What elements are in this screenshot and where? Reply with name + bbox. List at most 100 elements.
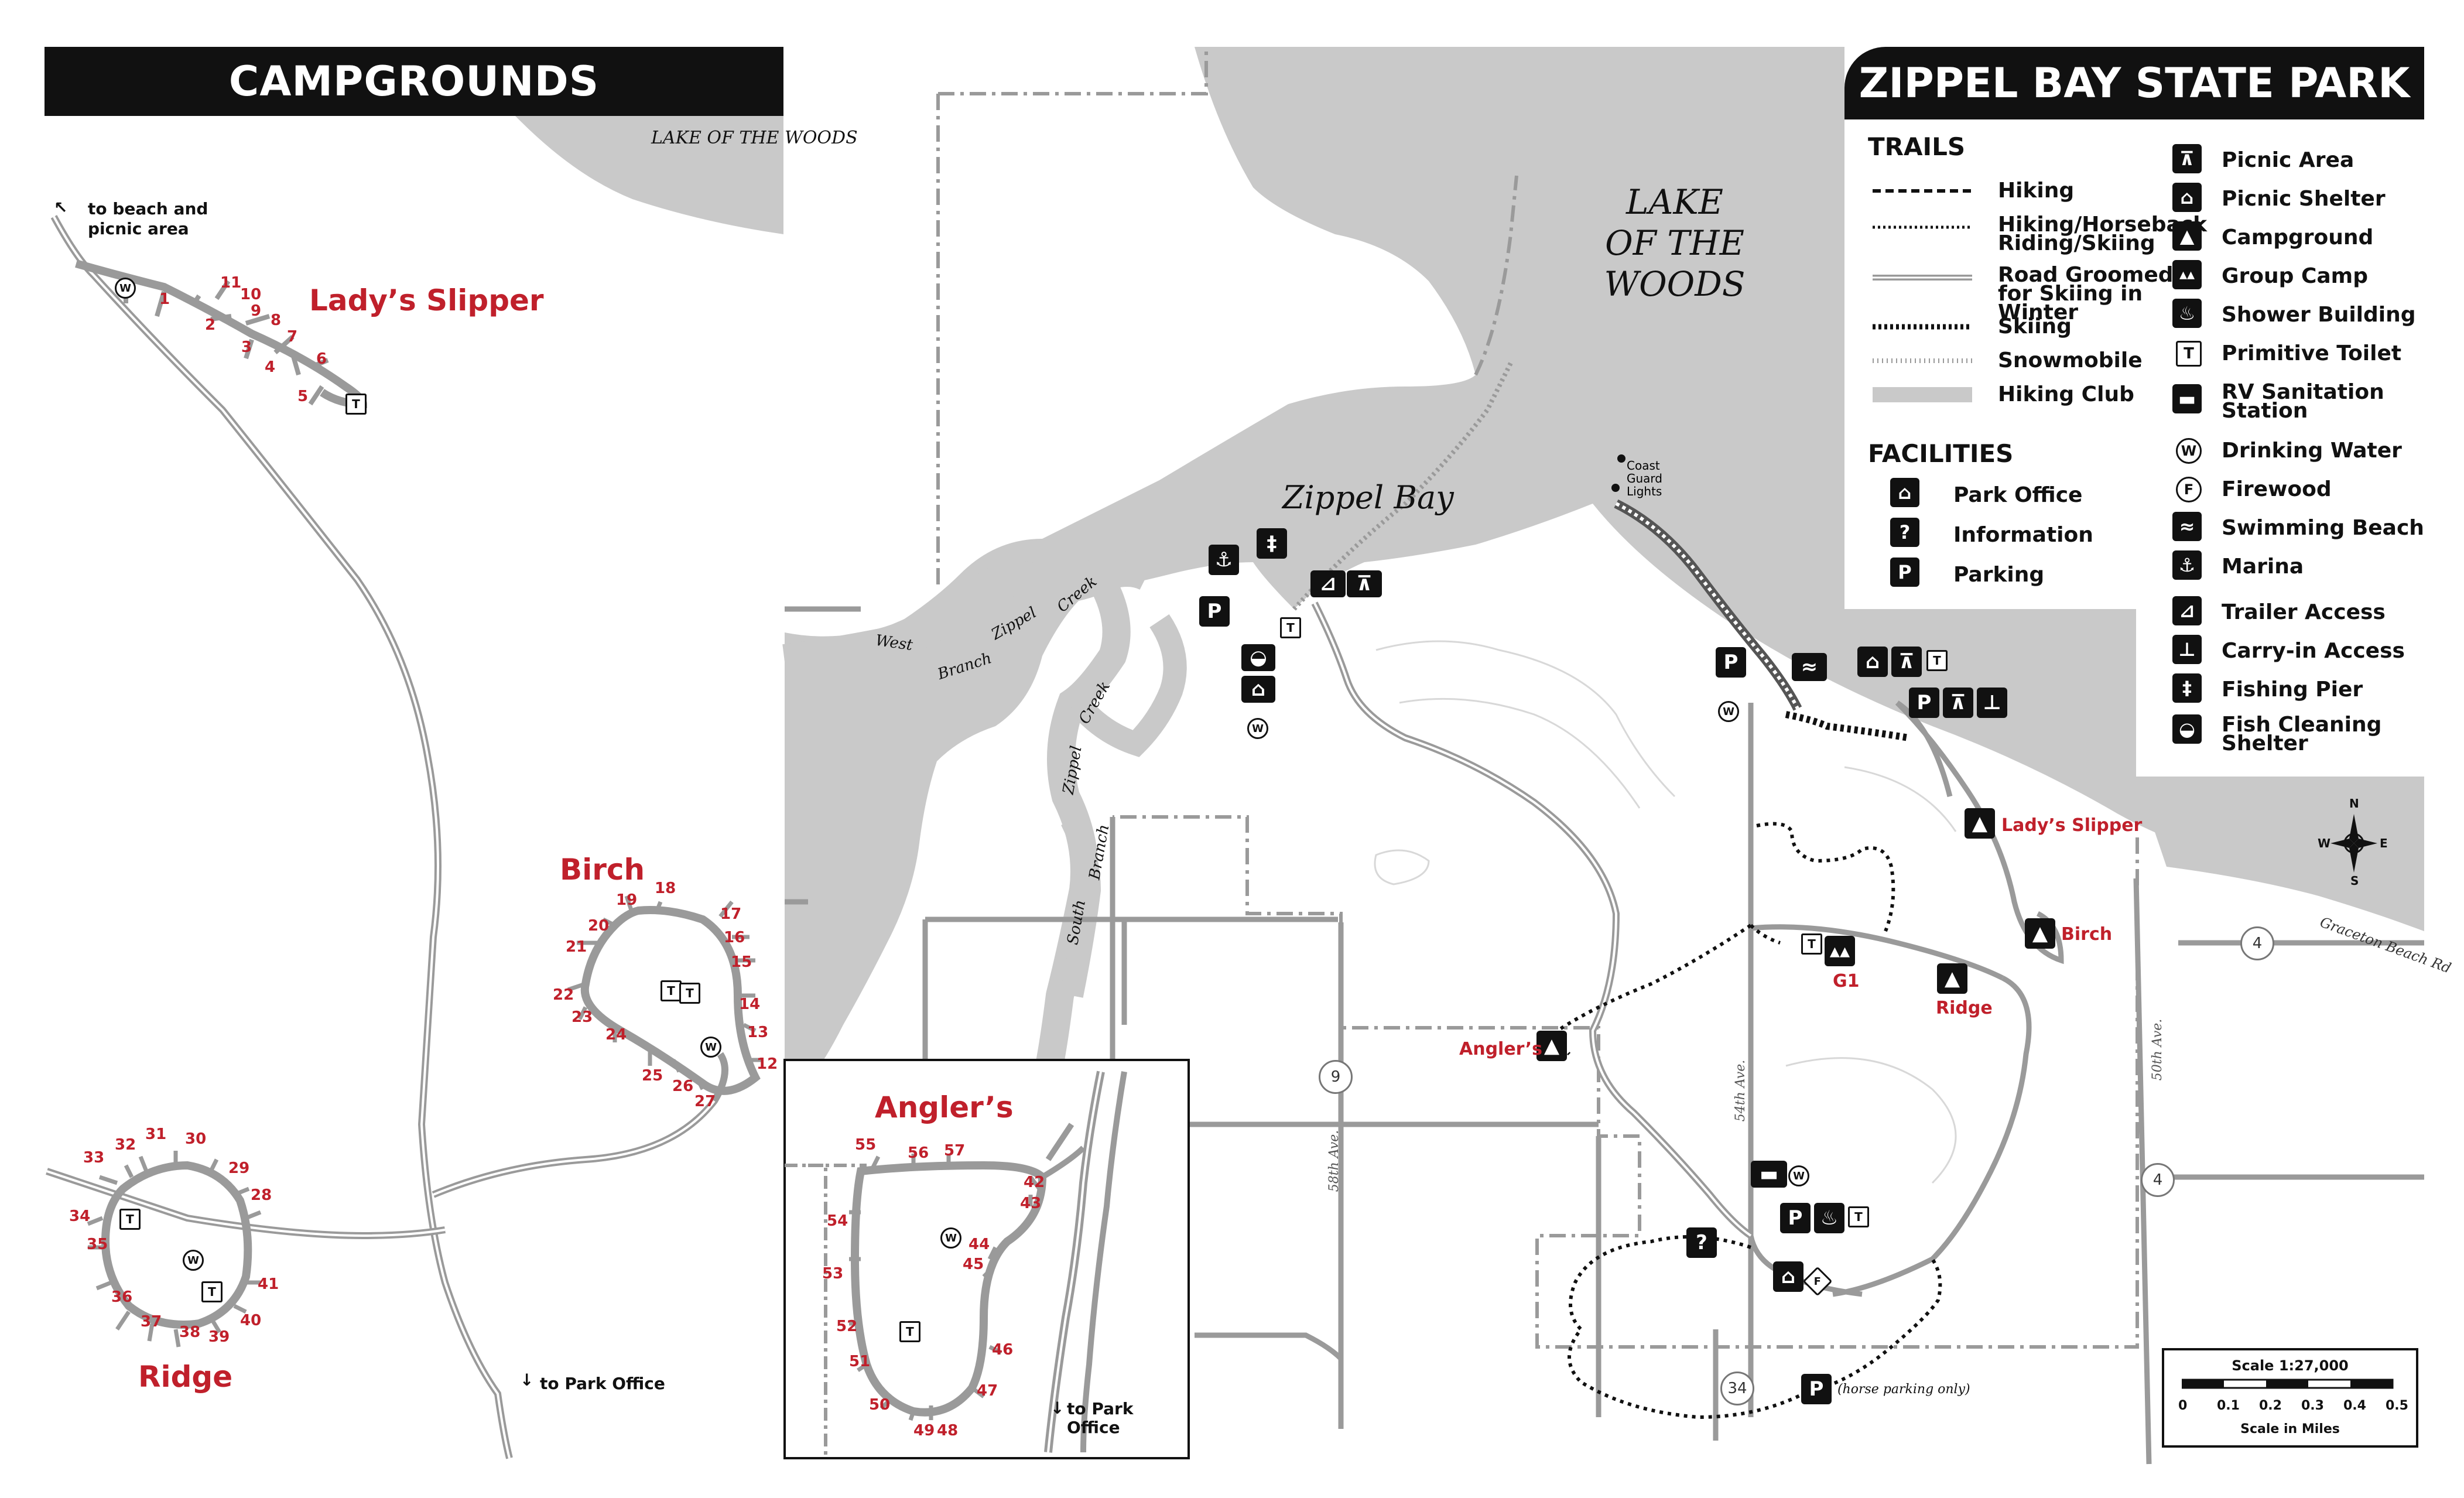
scale-tick-3: 0.3 <box>2301 1398 2324 1413</box>
groomed-road <box>1311 601 1753 1239</box>
picnic-shelter-icon[interactable]: ⌂ <box>1241 676 1275 703</box>
ladys-toilet-icon: T <box>345 394 367 415</box>
drinking-water-icon[interactable]: W <box>1247 718 1268 739</box>
campsite-number-44: 44 <box>969 1236 990 1253</box>
anglers-inset-label: Angler’s <box>875 1090 1014 1124</box>
campsite-number-38: 38 <box>179 1323 201 1341</box>
birch-map-label: Birch <box>2061 924 2113 945</box>
fishing-pier-icon[interactable]: ‡ <box>1257 528 1287 559</box>
campsite-number-49: 49 <box>913 1422 935 1439</box>
shower-building-icon[interactable]: ♨ <box>1814 1203 1844 1233</box>
birch-inset-label: Birch <box>560 853 645 887</box>
ridge-water-icon: W <box>183 1250 204 1271</box>
legend-primitive-toilet-icon: T <box>2176 341 2202 367</box>
g1-toilet-icon[interactable]: T <box>1801 933 1822 955</box>
campsite-number-12: 12 <box>757 1055 778 1073</box>
legend-park-office-icon: ⌂ <box>1890 478 1919 507</box>
legend-picnic-shelter: Picnic Shelter <box>2222 187 2386 211</box>
legend-trail-hiking-club: Hiking Club <box>1998 382 2134 406</box>
compass-s: S <box>2350 874 2359 888</box>
campsite-number-43: 43 <box>1020 1195 1042 1212</box>
ladys-slipper-campground-icon[interactable]: ▲ <box>1965 808 1995 839</box>
route-9-shield: 9 <box>1319 1060 1353 1094</box>
legend-primitive-toilet: Primitive Toilet <box>2222 341 2402 365</box>
ladys-slipper-map-label: Lady’s Slipper <box>2001 815 2143 836</box>
scale-tick-0: 0 <box>2178 1398 2188 1413</box>
marina-icon[interactable]: ⚓ <box>1209 545 1239 575</box>
fish-cleaning-icon[interactable]: ◒ <box>1241 644 1275 671</box>
creek-zippel <box>1034 573 1131 1075</box>
to-park-office-arrow-icon: ↓ <box>520 1370 534 1390</box>
legend-marina: Marina <box>2222 555 2304 579</box>
campsite-number-52: 52 <box>836 1318 858 1335</box>
campsite-number-47: 47 <box>977 1382 998 1400</box>
campsite-number-27: 27 <box>694 1093 716 1110</box>
east-parking-icon[interactable]: P <box>1909 688 1939 718</box>
inset-lake-label: LAKE OF THE WOODS <box>651 128 858 148</box>
coast-guard-label: Coast Guard Lights <box>1627 459 1662 498</box>
campsite-number-2: 2 <box>205 316 216 334</box>
legend-group-camp: Group Camp <box>2222 264 2368 288</box>
legend-information: Information <box>1953 523 2093 547</box>
legend-carry-in-access: Carry-in Access <box>2222 639 2405 663</box>
ridge-inset-label: Ridge <box>138 1360 233 1394</box>
legend-trail-snowmobile: Snowmobile <box>1998 348 2143 372</box>
office-water-icon[interactable]: W <box>1788 1165 1809 1186</box>
creek-east <box>1068 614 1187 757</box>
54th-ave-label: 54th Ave. <box>1733 1059 1748 1122</box>
beach-parking-icon[interactable]: P <box>1716 647 1746 678</box>
legend: TRAILS Hiking Hiking/Horseback Riding/Sk… <box>1844 119 2424 609</box>
group-camp-icon[interactable]: ▴▴ <box>1825 936 1855 966</box>
coast-guard-dot-2 <box>1611 484 1620 492</box>
beach-water-icon[interactable]: W <box>1718 701 1739 722</box>
to-beach-arrow-icon: ↖ <box>54 198 68 217</box>
compass-w: W <box>2318 836 2331 850</box>
campsite-number-25: 25 <box>642 1067 663 1085</box>
swimming-beach-icon[interactable]: ≈ <box>1792 653 1827 681</box>
office-toilet-icon[interactable]: T <box>1848 1206 1869 1227</box>
route-4-shield: 4 <box>2240 926 2274 960</box>
rv-sanitation-icon[interactable]: ▬ <box>1751 1161 1787 1188</box>
beach-picnic-shelter-icon[interactable]: ⌂ <box>1857 647 1888 677</box>
to-beach-note: to beach and picnic area <box>88 199 208 238</box>
ridge-campground-icon[interactable]: ▲ <box>1937 963 1967 994</box>
east-picnic-area-icon[interactable]: ⊼ <box>1943 688 1973 718</box>
campsite-number-22: 22 <box>553 986 574 1004</box>
campsite-number-20: 20 <box>588 917 610 935</box>
scale-units: Scale in Miles <box>2240 1422 2340 1437</box>
campsite-number-30: 30 <box>185 1130 207 1148</box>
campsite-number-6: 6 <box>316 350 327 368</box>
birch-toilet-icon-1: T <box>661 980 682 1001</box>
birch-campground-icon[interactable]: ▲ <box>2025 918 2055 949</box>
ladys-water-icon: W <box>115 278 136 299</box>
office-parking-icon[interactable]: P <box>1780 1203 1811 1233</box>
east-carry-in-icon[interactable]: ⊥ <box>1977 688 2007 718</box>
park-office-icon[interactable]: ⌂ <box>1773 1261 1803 1292</box>
legend-drinking-water-icon: W <box>2176 438 2202 464</box>
legend-trailer-access-icon: ⊿ <box>2172 596 2202 625</box>
campsite-number-24: 24 <box>605 1026 627 1044</box>
legend-rv-sanitation-icon: ▬ <box>2172 384 2202 413</box>
to-park-office-note: to Park Office <box>540 1374 665 1393</box>
legend-trails-heading: TRAILS <box>1868 132 1966 161</box>
parking-icon[interactable]: P <box>1199 596 1230 627</box>
toilet-icon[interactable]: T <box>1280 617 1301 638</box>
ridge-toilet-icon: T <box>119 1209 141 1230</box>
scale-tick-2: 0.2 <box>2259 1398 2282 1413</box>
beach-picnic-area-icon[interactable]: ⊼ <box>1891 647 1922 677</box>
campsite-number-31: 31 <box>145 1126 167 1143</box>
anglers-campground-icon[interactable]: ▲ <box>1536 1031 1567 1061</box>
campsite-number-10: 10 <box>240 286 262 303</box>
creek-south <box>1060 815 1101 998</box>
anglers-roads <box>849 1071 1127 1453</box>
trailer-access-icon[interactable]: ⊿ <box>1310 570 1346 597</box>
horse-parking-icon[interactable]: P <box>1801 1374 1832 1404</box>
information-icon[interactable]: ? <box>1686 1227 1717 1258</box>
compass-e: E <box>2380 836 2388 850</box>
campsite-number-19: 19 <box>616 891 638 909</box>
scale-graphic <box>2182 1379 2394 1389</box>
picnic-area-icon[interactable]: ⊼ <box>1347 570 1382 597</box>
lake-line-1: LAKE <box>1625 182 1724 222</box>
compass-rose: N S E W <box>2318 796 2389 888</box>
beach-toilet-icon[interactable]: T <box>1926 650 1948 671</box>
